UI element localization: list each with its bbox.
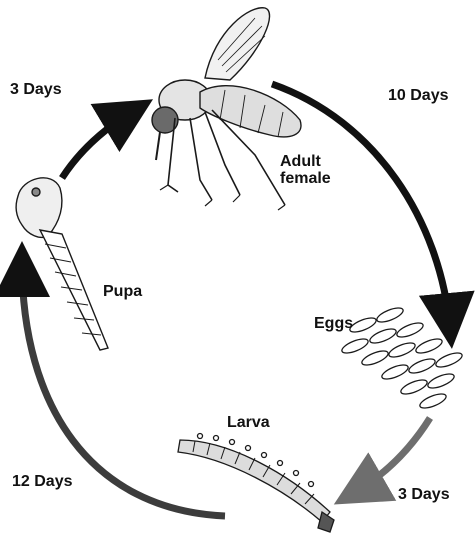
adult-label-line-1: Adult (280, 154, 331, 171)
adult-label-line-2: female (280, 171, 331, 188)
duration-larva-to-pupa: 12 Days (12, 474, 73, 491)
eggs-cluster-icon (340, 305, 464, 411)
duration-pupa-to-adult: 3 Days (10, 82, 62, 99)
arrow-pupa-to-adult (62, 110, 135, 178)
adult-female-fly-icon (152, 8, 301, 210)
duration-adult-to-eggs: 10 Days (388, 88, 449, 105)
duration-eggs-to-larva: 3 Days (398, 487, 450, 504)
larva-label: Larva (227, 415, 270, 432)
arrow-eggs-to-larva (352, 418, 430, 494)
eggs-label: Eggs (314, 316, 353, 333)
pupa-label: Pupa (103, 284, 142, 301)
adult-female-label: Adult female (280, 154, 331, 188)
